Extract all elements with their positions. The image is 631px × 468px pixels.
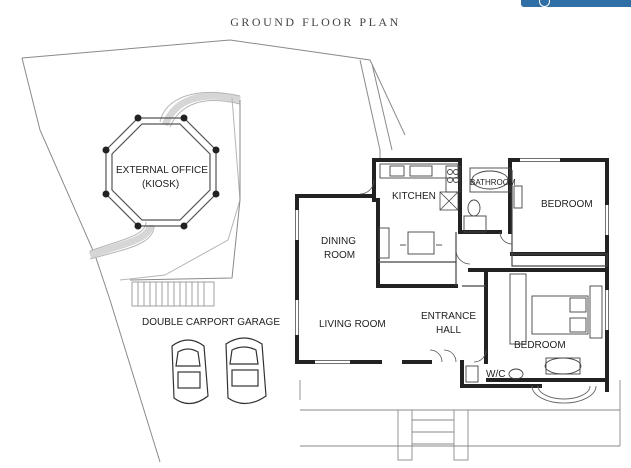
bathroom-fittings: [463, 167, 523, 233]
badge-icon: [539, 0, 550, 7]
label-entrance: ENTRANCE: [421, 311, 477, 322]
doors: [359, 179, 513, 363]
plan-title: GROUND FLOOR PLAN: [230, 15, 401, 29]
kitchen-counter: [378, 163, 461, 259]
label-bedroom-1: BEDROOM: [541, 199, 593, 210]
label-bathroom: BATHROOM: [470, 178, 516, 187]
corner-badge: [521, 0, 631, 7]
label-carport: DOUBLE CARPORT GARAGE: [142, 317, 280, 328]
bed: [509, 273, 603, 375]
label-kitchen: KITCHEN: [392, 191, 436, 202]
label-wc: W/C: [486, 369, 506, 380]
fridge-zone: [439, 191, 459, 211]
wc-fittings: [465, 365, 524, 383]
label-dining-room: ROOM: [324, 250, 356, 261]
label-kiosk: (KIOSK): [142, 179, 180, 190]
label-external-office: EXTERNAL OFFICE: [116, 165, 208, 176]
windows: [295, 158, 609, 364]
label-living-room: LIVING ROOM: [319, 319, 386, 330]
front-steps: [299, 380, 621, 461]
terrace-lines: [129, 59, 393, 281]
bay-window: [531, 385, 597, 404]
stove: [447, 169, 459, 183]
label-bedroom-2: BEDROOM: [514, 340, 566, 351]
kiosk-columns: [102, 114, 220, 230]
steps: [131, 281, 215, 307]
label-dining: DINING: [321, 236, 356, 247]
car-right: [225, 337, 267, 405]
window-lines: [295, 158, 609, 364]
house-walls: [295, 158, 609, 392]
label-entrance-hall: HALL: [436, 325, 462, 336]
car-left: [171, 339, 209, 405]
interior-walls: [378, 170, 608, 287]
